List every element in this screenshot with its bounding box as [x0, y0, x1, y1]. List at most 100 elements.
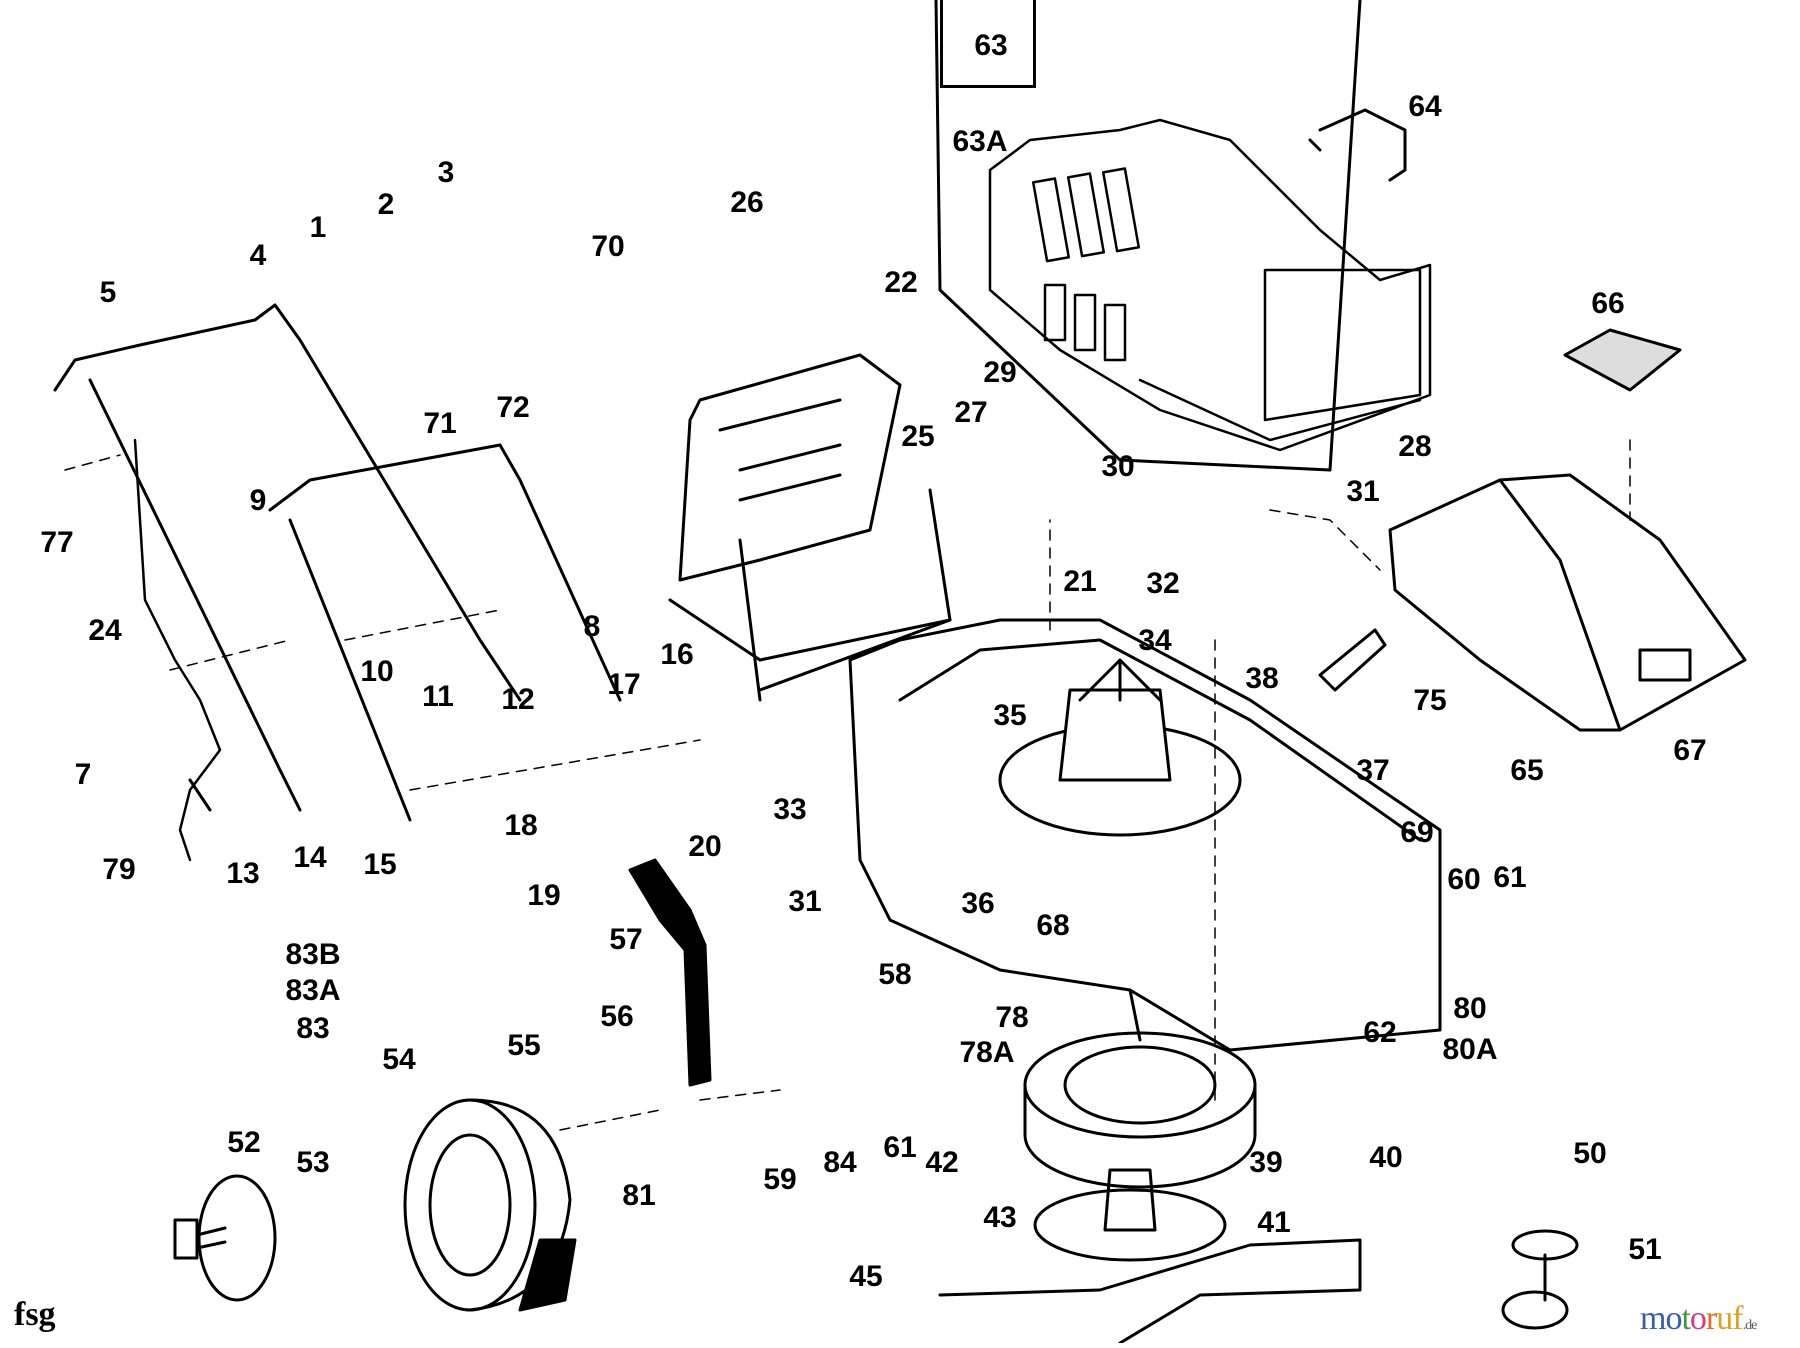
bag-handle-drawing — [1308, 108, 1407, 182]
part-label-84[interactable]: 84 — [823, 1146, 857, 1179]
part-label-42[interactable]: 42 — [925, 1146, 959, 1179]
part-label-60[interactable]: 60 — [1447, 863, 1481, 896]
part-label-61-lower[interactable]: 61 — [883, 1131, 917, 1164]
part-label-16[interactable]: 16 — [660, 638, 694, 671]
part-label-32[interactable]: 32 — [1146, 567, 1180, 600]
part-label-70[interactable]: 70 — [591, 230, 625, 263]
part-label-31[interactable]: 31 — [1346, 475, 1380, 508]
part-label-21[interactable]: 21 — [1063, 565, 1097, 598]
part-label-79[interactable]: 79 — [102, 853, 136, 886]
part-label-83B[interactable]: 83B — [285, 938, 341, 971]
part-label-26[interactable]: 26 — [730, 186, 764, 219]
part-label-55[interactable]: 55 — [507, 1029, 541, 1062]
grass-bag-frame — [934, 0, 1362, 472]
part-label-77[interactable]: 77 — [40, 526, 74, 559]
part-label-50[interactable]: 50 — [1573, 1137, 1607, 1170]
part-label-35[interactable]: 35 — [993, 699, 1027, 732]
part-label-4[interactable]: 4 — [249, 239, 267, 272]
watermark-letter: o — [1665, 1300, 1682, 1337]
part-label-7[interactable]: 7 — [74, 758, 92, 791]
part-label-78A[interactable]: 78A — [959, 1036, 1015, 1069]
part-label-59[interactable]: 59 — [763, 1163, 797, 1196]
part-label-75[interactable]: 75 — [1413, 684, 1447, 717]
part-label-28[interactable]: 28 — [1398, 430, 1432, 463]
part-label-83A[interactable]: 83A — [285, 974, 341, 1007]
part-label-72[interactable]: 72 — [496, 391, 530, 424]
part-label-18[interactable]: 18 — [504, 809, 538, 842]
part-label-51[interactable]: 51 — [1628, 1233, 1662, 1266]
cable-drawing — [133, 438, 222, 862]
part-label-66[interactable]: 66 — [1591, 287, 1625, 320]
part-label-45[interactable]: 45 — [849, 1260, 883, 1293]
part-label-3[interactable]: 3 — [437, 156, 455, 189]
part-label-81[interactable]: 81 — [622, 1179, 656, 1212]
part-label-15[interactable]: 15 — [363, 848, 397, 881]
flap-bracket-drawing — [668, 488, 952, 702]
part-label-5[interactable]: 5 — [99, 276, 117, 309]
part-label-61[interactable]: 61 — [1493, 861, 1527, 894]
part-label-78[interactable]: 78 — [995, 1001, 1029, 1034]
blade-adapter-drawing — [1033, 1168, 1227, 1262]
blade-drawing — [938, 1238, 1362, 1345]
part-label-83[interactable]: 83 — [296, 1012, 330, 1045]
part-label-69[interactable]: 69 — [1400, 816, 1434, 849]
part-label-62[interactable]: 62 — [1363, 1016, 1397, 1049]
part-label-24[interactable]: 24 — [88, 614, 122, 647]
part-label-56[interactable]: 56 — [600, 1000, 634, 1033]
assembly-lines — [64, 439, 1631, 1131]
part-label-30[interactable]: 30 — [1101, 450, 1135, 483]
part-label-17[interactable]: 17 — [607, 668, 641, 701]
bracket-75-drawing — [1318, 628, 1387, 692]
part-label-27[interactable]: 27 — [954, 396, 988, 429]
part-label-38[interactable]: 38 — [1245, 662, 1279, 695]
part-label-34[interactable]: 34 — [1138, 624, 1172, 657]
part-label-2[interactable]: 2 — [377, 188, 395, 221]
part-label-65[interactable]: 65 — [1510, 754, 1544, 787]
part-label-64[interactable]: 64 — [1408, 90, 1442, 123]
part-label-52[interactable]: 52 — [227, 1126, 261, 1159]
part-label-37[interactable]: 37 — [1356, 754, 1390, 787]
motor-cover-drawing — [1388, 473, 1747, 732]
part-label-71[interactable]: 71 — [423, 407, 457, 440]
part-label-43[interactable]: 43 — [983, 1201, 1017, 1234]
part-label-39[interactable]: 39 — [1249, 1146, 1283, 1179]
part-label-33[interactable]: 33 — [773, 793, 807, 826]
watermark-letter: r — [1705, 1300, 1717, 1337]
part-label-36[interactable]: 36 — [961, 887, 995, 920]
part-label-58[interactable]: 58 — [878, 958, 912, 991]
part-label-14[interactable]: 14 — [293, 841, 327, 874]
handle-drawing — [53, 303, 622, 822]
part-label-31-lower[interactable]: 31 — [788, 885, 822, 918]
part-label-1[interactable]: 1 — [309, 211, 327, 244]
watermark-letter: f — [1732, 1300, 1743, 1337]
motor-drawing — [998, 658, 1242, 837]
part-label-80A[interactable]: 80A — [1442, 1033, 1498, 1066]
diagram-code: fsg — [14, 1296, 56, 1333]
part-label-20[interactable]: 20 — [688, 830, 722, 863]
part-label-53[interactable]: 53 — [296, 1146, 330, 1179]
part-label-9[interactable]: 9 — [249, 484, 267, 517]
part-label-22[interactable]: 22 — [884, 266, 918, 299]
grass-bag-drawing — [988, 118, 1432, 452]
part-label-13[interactable]: 13 — [226, 857, 260, 890]
part-label-10[interactable]: 10 — [360, 655, 394, 688]
part-label-40[interactable]: 40 — [1369, 1141, 1403, 1174]
part-label-19[interactable]: 19 — [527, 879, 561, 912]
part-label-80[interactable]: 80 — [1453, 992, 1487, 1025]
part-label-67[interactable]: 67 — [1673, 734, 1707, 767]
part-label-8[interactable]: 8 — [583, 610, 601, 643]
part-label-63A[interactable]: 63A — [952, 125, 1008, 158]
part-label-25[interactable]: 25 — [901, 420, 935, 453]
part-label-12[interactable]: 12 — [501, 683, 535, 716]
part-label-41[interactable]: 41 — [1257, 1206, 1291, 1239]
part-label-68[interactable]: 68 — [1036, 909, 1070, 942]
part-label-11[interactable]: 11 — [422, 680, 454, 713]
watermark-letter: t — [1681, 1300, 1691, 1337]
grass-bag-assembly-box: 63 — [940, 0, 1036, 88]
part-label-57[interactable]: 57 — [609, 923, 643, 956]
part-label-63[interactable]: 63 — [974, 29, 1008, 62]
part-label-54[interactable]: 54 — [382, 1043, 416, 1076]
wheel-drawing — [403, 1098, 577, 1312]
part-label-29[interactable]: 29 — [983, 356, 1017, 389]
